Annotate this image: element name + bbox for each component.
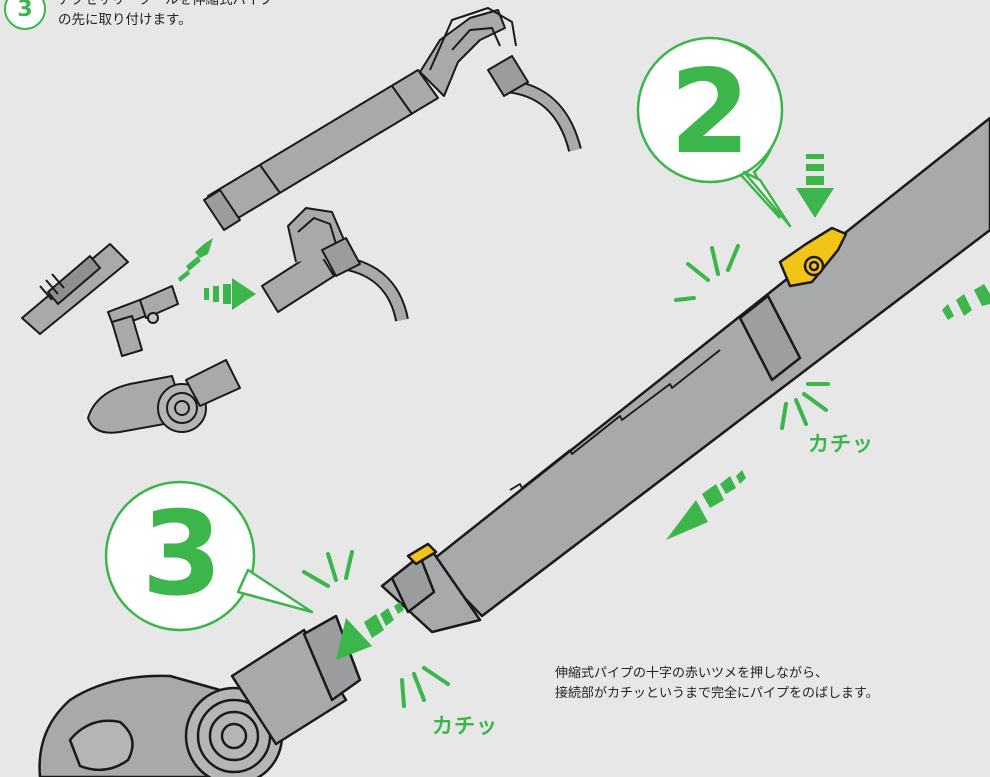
click-label-lower: カチッ: [432, 714, 498, 738]
motorhead-illustration: [38, 614, 362, 777]
step-3-heading: アクセサリーツールを伸縮式パイプ の先に取り付けます。: [58, 0, 273, 30]
combination-tool-illustration: [21, 243, 129, 335]
click-burst-lower-left: [302, 550, 354, 588]
step-3-badge-number: 3: [17, 0, 33, 22]
wand-handle-illustration: [261, 207, 409, 322]
step-3-heading-line2: の先に取り付けます。: [58, 12, 192, 28]
instruction-line2: 接続部がカチッというまで完全にパイプをのばします。: [555, 686, 879, 701]
wand-small-illustration: [203, 7, 582, 231]
instruction-line1: 伸縮式パイプの十字の赤いツメを押しながら、: [555, 666, 829, 681]
extend-arrow-right-edge: [942, 284, 990, 320]
click-burst-lower-right: [400, 666, 450, 708]
callout-step-2: 2: [636, 36, 792, 228]
press-down-arrow: [796, 154, 834, 218]
click-burst-upper: [674, 244, 740, 302]
step-3-heading-line1: アクセサリーツールを伸縮式パイプ: [58, 0, 274, 8]
click-burst-middle: [780, 382, 830, 430]
callout-step-3-number: 3: [142, 487, 223, 622]
extend-arrow-downleft: [666, 470, 746, 540]
instruction-text: 伸縮式パイプの十字の赤いツメを押しながら、 接続部がカチッというまで完全にパイプ…: [555, 664, 879, 704]
attach-arrow-up: [178, 238, 213, 282]
small-motorhead-illustration: [87, 359, 241, 434]
telescopic-pipe-illustration: [380, 116, 990, 634]
callout-step-3: 3: [104, 480, 314, 632]
attach-arrow-to-motorhead: [336, 602, 404, 660]
mini-turbo-tool-illustration: [107, 285, 179, 357]
click-label-upper: カチッ: [808, 432, 874, 456]
step-3-badge: 3: [4, 0, 46, 30]
callout-step-2-number: 2: [670, 45, 751, 180]
attach-arrow-right: [204, 278, 256, 310]
